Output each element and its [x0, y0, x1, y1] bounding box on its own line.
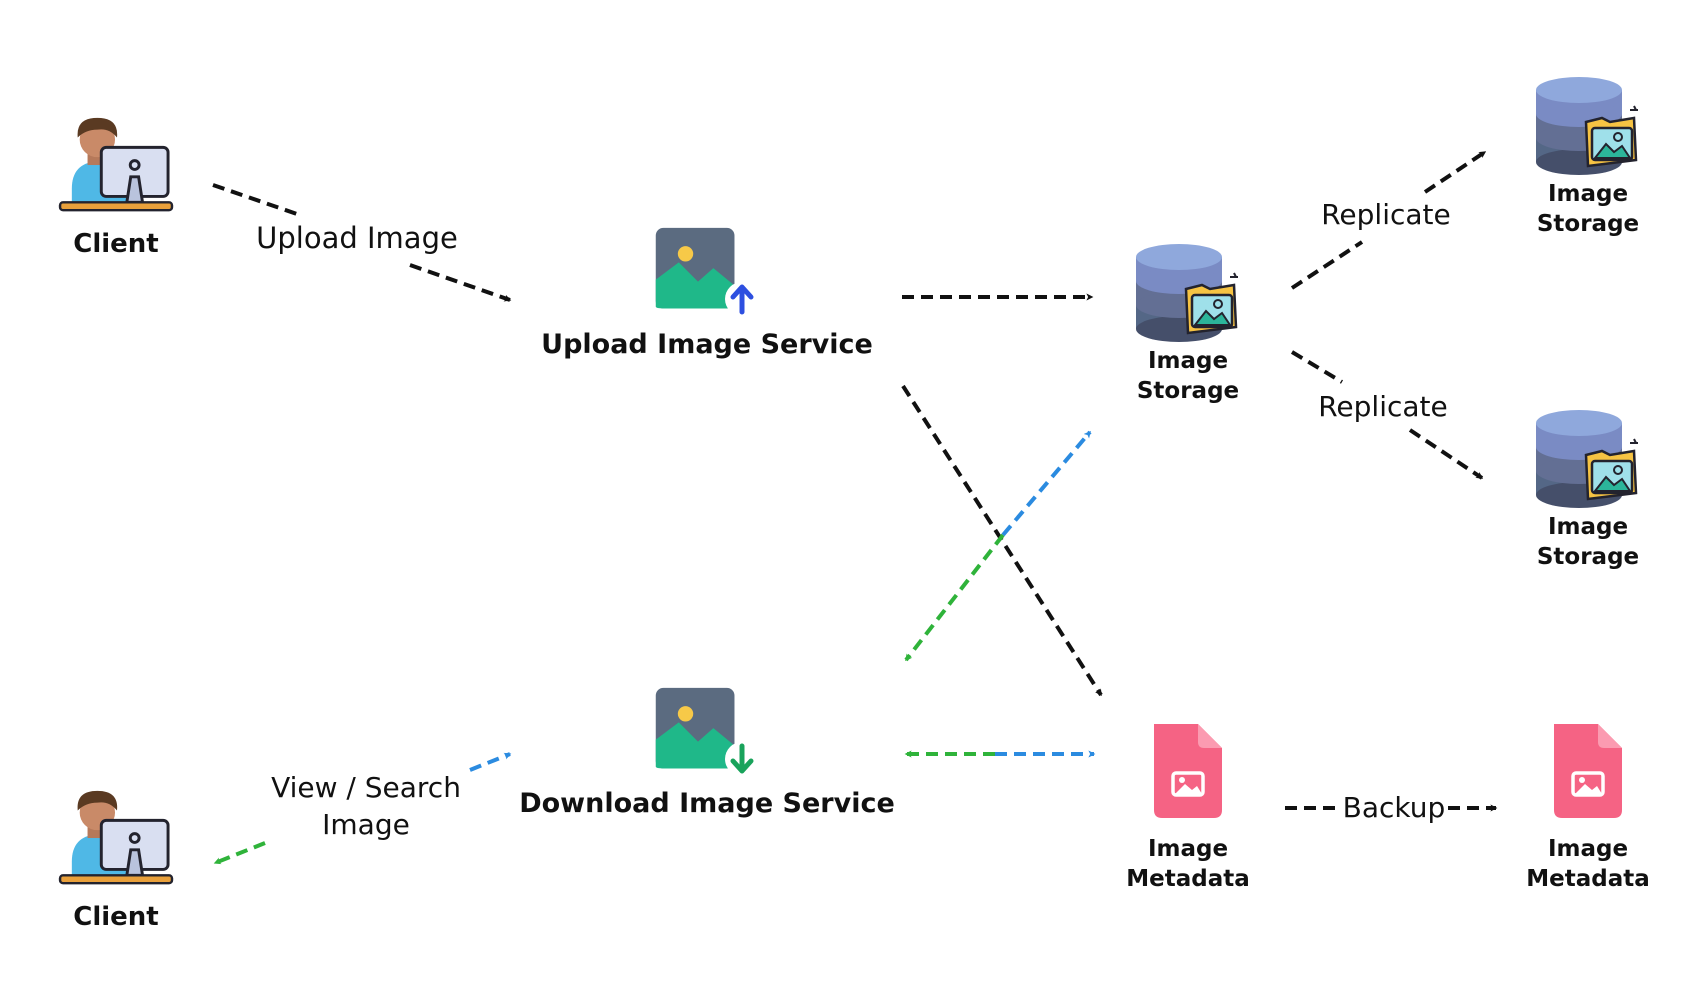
edge-label-replicate-2: Replicate [1318, 390, 1448, 423]
image-document-icon [1152, 722, 1224, 820]
database-with-folder-icon [1534, 408, 1640, 510]
edge-replicate-2-segment-b [1408, 428, 1484, 480]
storage-replica-2-line1: Image [1548, 514, 1628, 540]
image-download-icon [655, 687, 735, 769]
edge-upload-image-segment-a [212, 183, 298, 216]
metadata-primary-line1: Image [1148, 836, 1228, 862]
edge-label-upload-image: Upload Image [256, 221, 458, 255]
node-storage-replica-1: Image Storage [1534, 75, 1640, 237]
upload-service-label: Upload Image Service [541, 329, 873, 360]
upload-arrow-icon [725, 282, 759, 316]
metadata-backup-line1: Image [1548, 836, 1628, 862]
person-at-computer-icon [58, 789, 174, 885]
node-client-top: Client [58, 116, 174, 259]
node-storage-replica-2: Image Storage [1534, 408, 1640, 570]
flow-edges [212, 150, 1498, 865]
edge-download-to-storage [1001, 430, 1092, 537]
storage-primary-line1: Image [1148, 348, 1228, 374]
edge-label-backup: Backup [1343, 791, 1446, 824]
download-arrow-icon [725, 742, 759, 776]
edge-storage-to-download [904, 533, 1005, 662]
metadata-primary-line2: Metadata [1126, 866, 1250, 892]
edge-client-to-download [469, 752, 512, 772]
edge-label-replicate-1: Replicate [1321, 198, 1451, 231]
node-metadata-backup: Image Metadata [1526, 722, 1650, 892]
node-client-bottom: Client [58, 789, 174, 932]
edge-replicate-2-segment-a [1290, 350, 1344, 384]
person-at-computer-icon [58, 116, 174, 212]
edge-upload-to-metadata [901, 384, 1103, 697]
metadata-backup-line2: Metadata [1526, 866, 1650, 892]
database-with-folder-icon [1134, 242, 1240, 344]
database-with-folder-icon [1534, 75, 1640, 177]
node-upload-service: Upload Image Service [541, 227, 873, 360]
storage-replica-2-line2: Storage [1537, 544, 1639, 570]
node-download-service: Download Image Service [519, 687, 895, 819]
download-service-label: Download Image Service [519, 788, 895, 819]
edge-upload-image-segment-b [409, 263, 512, 302]
client-top-label: Client [73, 229, 158, 259]
edge-label-view-search-line2: Image [322, 808, 410, 841]
image-upload-icon [655, 227, 735, 309]
node-storage-primary: Image Storage [1134, 242, 1240, 404]
client-bottom-label: Client [73, 902, 158, 932]
edge-download-to-client [213, 841, 266, 865]
edge-replicate-1-segment-b [1423, 150, 1487, 194]
storage-replica-1-line1: Image [1548, 181, 1628, 207]
node-metadata-primary: Image Metadata [1126, 722, 1250, 892]
edge-replicate-1-segment-a [1290, 240, 1364, 290]
edge-label-view-search-line1: View / Search [271, 771, 461, 804]
image-document-icon [1552, 722, 1624, 820]
storage-replica-1-line2: Storage [1537, 211, 1639, 237]
storage-primary-line2: Storage [1137, 378, 1239, 404]
